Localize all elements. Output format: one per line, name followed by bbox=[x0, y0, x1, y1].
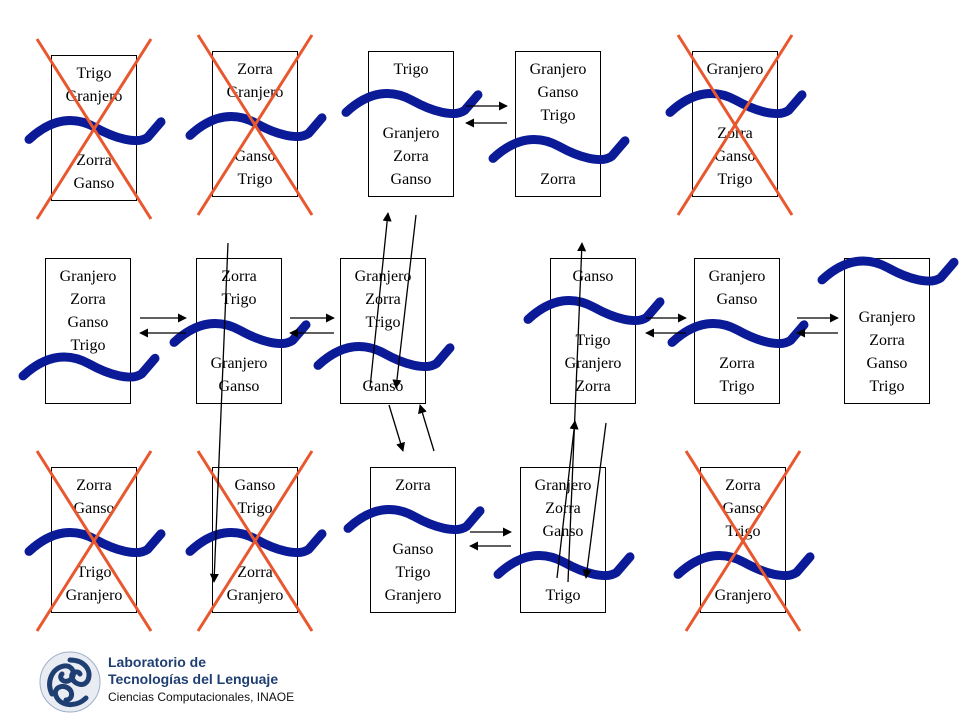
state-label: Trigo bbox=[70, 337, 106, 354]
state-label: Zorra bbox=[365, 291, 401, 308]
state-label: Trigo bbox=[365, 314, 401, 331]
state-label: Zorra bbox=[719, 355, 755, 372]
state-label: Trigo bbox=[76, 65, 112, 82]
state-label: Trigo bbox=[540, 107, 576, 124]
state-label: Granjero bbox=[706, 61, 764, 78]
state-label: Trigo bbox=[221, 291, 257, 308]
state-label: Zorra bbox=[540, 171, 576, 188]
state-label: Ganso bbox=[390, 171, 432, 188]
state-label: Ganso bbox=[234, 477, 276, 494]
state-label: Trigo bbox=[237, 171, 273, 188]
state-label: Ganso bbox=[572, 268, 614, 285]
state-label: Ganso bbox=[67, 314, 109, 331]
state-label: Ganso bbox=[716, 291, 758, 308]
state-label: Ganso bbox=[714, 148, 756, 165]
state-label: Granjero bbox=[210, 355, 268, 372]
state-label: Granjero bbox=[65, 587, 123, 604]
state-label: Granjero bbox=[226, 84, 284, 101]
state-label: Ganso bbox=[537, 84, 579, 101]
state-label: Ganso bbox=[73, 500, 115, 517]
state-label: Granjero bbox=[714, 587, 772, 604]
state-label: Granjero bbox=[65, 88, 123, 105]
state-label: Zorra bbox=[237, 61, 273, 78]
state-label: Granjero bbox=[382, 125, 440, 142]
state-label: Zorra bbox=[237, 564, 273, 581]
state-label: Zorra bbox=[545, 500, 581, 517]
state-label: Granjero bbox=[529, 61, 587, 78]
state-label: Trigo bbox=[869, 378, 905, 395]
lab-logo: Laboratorio de Tecnologías del Lenguaje … bbox=[36, 648, 316, 716]
state-label: Zorra bbox=[869, 332, 905, 349]
state-label: Trigo bbox=[76, 564, 112, 581]
state-label: Trigo bbox=[395, 564, 431, 581]
state-label: Granjero bbox=[564, 355, 622, 372]
state-label: Trigo bbox=[237, 500, 273, 517]
state-label: Zorra bbox=[393, 148, 429, 165]
inaoe-logo-icon bbox=[39, 651, 101, 713]
state-label: Granjero bbox=[858, 309, 916, 326]
state-label: Ganso bbox=[234, 148, 276, 165]
state-label: Trigo bbox=[717, 171, 753, 188]
state-label: Zorra bbox=[725, 477, 761, 494]
state-label: Ganso bbox=[392, 541, 434, 558]
state-label: Ganso bbox=[542, 523, 584, 540]
state-label: Zorra bbox=[221, 268, 257, 285]
state-label: Granjero bbox=[384, 587, 442, 604]
state-label: Ganso bbox=[218, 378, 260, 395]
logo-title-line-2: Tecnologías del Lenguaje bbox=[108, 671, 279, 687]
state-label: Ganso bbox=[722, 500, 764, 517]
state-label: Granjero bbox=[708, 268, 766, 285]
state-label: Zorra bbox=[70, 291, 106, 308]
state-label: Ganso bbox=[362, 378, 404, 395]
state-label: Ganso bbox=[866, 355, 908, 372]
state-label: Zorra bbox=[76, 477, 112, 494]
state-label: Zorra bbox=[76, 152, 112, 169]
state-label: Trigo bbox=[393, 61, 429, 78]
state-label: Zorra bbox=[395, 477, 431, 494]
state-label: Ganso bbox=[73, 175, 115, 192]
state-label: Trigo bbox=[719, 378, 755, 395]
state-label: Trigo bbox=[575, 332, 611, 349]
state-label: Granjero bbox=[534, 477, 592, 494]
state-label: Trigo bbox=[545, 587, 581, 604]
state-label: Granjero bbox=[59, 268, 117, 285]
state-label: Zorra bbox=[575, 378, 611, 395]
state-label: Granjero bbox=[226, 587, 284, 604]
state-label: Zorra bbox=[717, 125, 753, 142]
logo-title-line-1: Laboratorio de bbox=[108, 654, 207, 670]
logo-subtitle: Ciencias Computacionales, INAOE bbox=[108, 690, 295, 704]
state-label: Granjero bbox=[354, 268, 412, 285]
state-label: Trigo bbox=[725, 523, 761, 540]
